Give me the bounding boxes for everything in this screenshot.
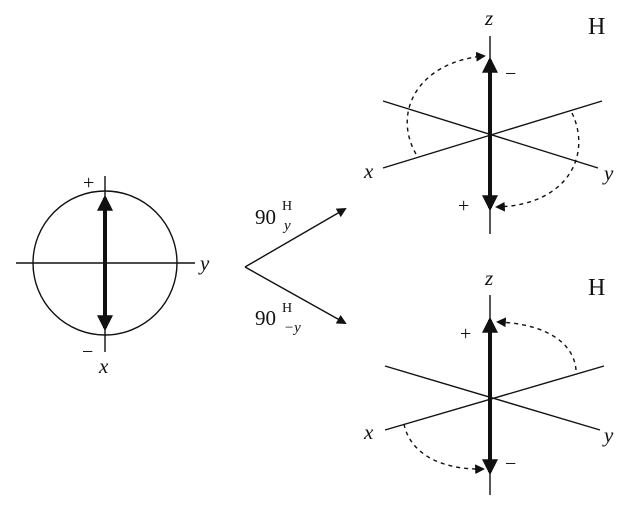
rotation-arrow-left: [406, 51, 486, 155]
pulse-bottom-nucleus: H: [282, 301, 292, 316]
pulse-bottom-phase: −y: [284, 320, 301, 336]
pulse-top-phase: y: [282, 218, 291, 234]
top-right-panel: z x y H − +: [363, 6, 614, 234]
nucleus-label: H: [588, 275, 605, 301]
pulse-bottom-angle: 90: [255, 306, 276, 330]
axis-label-z: z: [484, 266, 493, 290]
axis-label-x: x: [98, 354, 109, 378]
axis-label-x: x: [363, 159, 374, 183]
rotation-arrow-right: [495, 112, 580, 212]
axis-label-z: z: [484, 6, 493, 30]
rotation-arrow-bottom: [403, 423, 485, 475]
axis-label-y: y: [602, 423, 614, 447]
axis-label-y: y: [602, 161, 614, 185]
bottom-right-panel: z x y H + −: [363, 266, 614, 495]
bottom-sign: +: [458, 195, 469, 217]
top-sign: +: [460, 323, 471, 345]
left-panel: + − y x: [16, 172, 210, 378]
pulse-top-angle: 90: [255, 205, 276, 229]
pulse-label-top: 90: [255, 205, 276, 229]
nucleus-label: H: [588, 14, 605, 40]
plus-sign: +: [83, 172, 94, 194]
arrow-to-top: [244, 208, 347, 268]
pulse-arrows: 90 H y 90 H −y: [244, 199, 347, 336]
axis-label-y: y: [198, 251, 210, 275]
arrow-to-bottom: [244, 266, 347, 324]
pulse-top-nucleus: H: [282, 199, 292, 214]
rotation-arrow-top: [496, 317, 577, 371]
bottom-sign: −: [505, 453, 516, 475]
pulse-label-bottom: 90: [255, 306, 276, 330]
axis-label-x: x: [363, 420, 374, 444]
top-sign: −: [505, 63, 516, 85]
minus-sign: −: [82, 341, 93, 363]
